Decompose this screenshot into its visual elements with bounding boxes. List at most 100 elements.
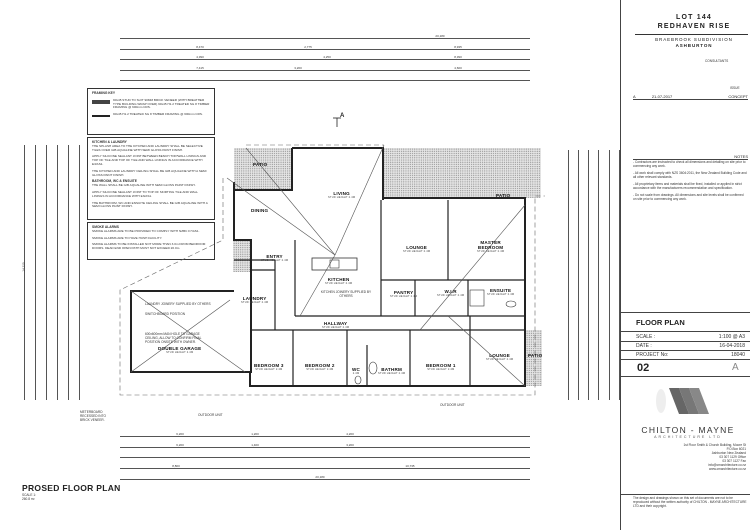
dim-col6 xyxy=(79,145,80,400)
project-value: 18040 xyxy=(731,352,745,358)
issue-status: CONCEPT xyxy=(728,94,748,99)
wet-areas-heading: BATHROOM, WC & ENSUITE xyxy=(92,179,137,184)
dim-right-5 xyxy=(609,150,610,400)
dim-top-row2: 4,390 4,250 8,390 xyxy=(120,55,530,60)
note-3: - All proprietary items and materials sh… xyxy=(633,182,742,190)
firm-address: 1st Floor Smith & Church Building, Moore… xyxy=(640,443,746,471)
logo-divider xyxy=(620,376,750,377)
manhole-note: 600x600mm MAN HOLE TO GARAGE CEILING, AL… xyxy=(145,332,202,344)
dim-overall-width: 20,180 xyxy=(120,34,530,39)
dim-bottom-row4: 8,800 10,735 xyxy=(120,464,530,469)
brick-veneer-swatch xyxy=(92,99,110,104)
section-marker: A xyxy=(340,113,345,119)
dim-right-3 xyxy=(588,150,589,400)
note-1: - Contractors are instructed to check al… xyxy=(633,160,746,168)
address-line-1: 1st Floor Smith & Church Building, Moore… xyxy=(683,443,746,447)
plan-area: 260.8 m² xyxy=(22,497,35,501)
room-label-patio-ne: PATIO xyxy=(496,193,511,198)
smoke-note-1: SMOKE ALARMS ARE TO BE PROVIDED TO COMPL… xyxy=(92,228,200,233)
project-divider xyxy=(620,350,750,351)
room-label-dining: DINING xyxy=(251,208,269,213)
kitchen-laundry-note-2: APPLY SILICONE SEALANT JOINT BETWEEN BEN… xyxy=(92,154,207,166)
issue-label: ISSUE xyxy=(730,86,740,90)
dim-top-row1: 8,470 2,775 8,935 xyxy=(120,45,530,50)
framing-key-row-1: 90x45 STUD TO SUIT 90MM BRICK VENEER (WI… xyxy=(92,97,210,113)
website-link[interactable]: www.cmarchitecture.co.nz xyxy=(708,467,746,471)
entry-porch xyxy=(233,240,251,272)
dim-bottom-overall: 20,180 xyxy=(120,475,530,480)
switchboard-note: SWITCHBOARD POSITION xyxy=(145,312,186,316)
wet-areas-note-1: THE WALL SHALL BE GIB AQUALINE WITH SEMI… xyxy=(92,183,196,188)
kitchen-laundry-note-1: THE SPLASH AREA TO THE KITCHEN AND LAUND… xyxy=(92,143,203,152)
room-label-patio-east: PATIO xyxy=(528,353,543,358)
lot-number: LOT 144 xyxy=(675,14,713,21)
date-divider xyxy=(620,341,750,342)
phone-office: 03 307 1129 Office xyxy=(719,455,746,459)
sheet-title: FLOOR PLAN xyxy=(636,318,685,327)
smoke-note-2: SMOKE ALARMS ARE TO HAVE HUSH FACILITY. xyxy=(92,235,163,240)
framing-item-1: 90x45 STUD TO SUIT 90MM BRICK VENEER (WI… xyxy=(113,97,210,110)
email-link[interactable]: info@cmarchitecture.co.nz xyxy=(708,463,746,467)
outdoor-unit-note-1: OUTDOOR UNIT xyxy=(198,413,223,417)
plan-title-block: PROSED FLOOR PLAN SCALE 1: 260.8 m² xyxy=(22,483,121,501)
address-line-2: P.O.Box 6021 xyxy=(726,447,746,451)
date-value: 16-04-2018 xyxy=(719,343,745,349)
issue-row: A 21-07-2017 CONCEPT xyxy=(633,94,748,100)
revision-letter: A xyxy=(732,362,739,373)
notes-list: - Contractors are instructed to check al… xyxy=(633,160,747,204)
notes-heading: NOTES xyxy=(633,154,748,160)
town-name: ASHBURTON xyxy=(675,43,713,48)
firm-subtitle: ARCHITECTURE LTD xyxy=(654,435,722,439)
project-label: PROJECT No: xyxy=(636,352,669,358)
wet-areas-note-3: THE BATHROOM, WC AND ENSUITE CEILING SHA… xyxy=(92,200,208,209)
dim-right-4 xyxy=(598,150,599,400)
smoke-heading: SMOKE ALARMS xyxy=(92,225,119,229)
dim-right-6 xyxy=(619,150,620,400)
sheet-title-divider xyxy=(620,312,750,313)
dim-col5 xyxy=(68,145,69,400)
phone-fax: 03 307 1127 Fax xyxy=(722,459,746,463)
dim-overall-depth: 14,220 xyxy=(22,145,26,400)
sheet-number: 02 xyxy=(637,362,650,374)
scale-value: 1:100 @ A3 xyxy=(718,334,745,340)
issue-rev: A xyxy=(633,94,636,99)
wet-areas-note-2: APPLY SILICONE SEALANT JOINT TO TOP OF S… xyxy=(92,189,198,198)
issue-date: 21-07-2017 xyxy=(651,94,673,99)
sheet-number-divider xyxy=(620,359,750,360)
dim-bottom-row2: 6,200 1,400 3,200 xyxy=(120,443,530,448)
address-line-3: Ashburton New Zealand xyxy=(711,451,746,455)
timber-framing-swatch xyxy=(92,115,110,118)
smoke-note-3: SMOKE ALARMS TO BE INSTALLED NOT MORE TH… xyxy=(92,242,206,251)
copyright-notice: The design and drawings shown on this se… xyxy=(633,496,747,508)
firm-logo-icon xyxy=(656,388,709,414)
dim-top-row4 xyxy=(120,80,530,81)
dim-right-2 xyxy=(578,150,579,400)
dim-right-1 xyxy=(568,150,569,400)
dim-col2 xyxy=(35,145,36,400)
room-label-patio-nw: PATIO xyxy=(253,162,268,167)
patio-northeast xyxy=(383,148,541,198)
plan-scale: SCALE 1: xyxy=(22,493,36,497)
outdoor-unit-note-2: OUTDOOR UNIT xyxy=(440,403,465,407)
scale-label: SCALE : xyxy=(636,334,656,340)
framing-key-heading: FRAMING KEY xyxy=(92,91,116,95)
note-4: - Do not scale from drawings. All dimens… xyxy=(633,193,744,201)
patio-northwest xyxy=(234,148,292,191)
note-2: - All work shall comply with NZS 3604:20… xyxy=(633,171,747,179)
